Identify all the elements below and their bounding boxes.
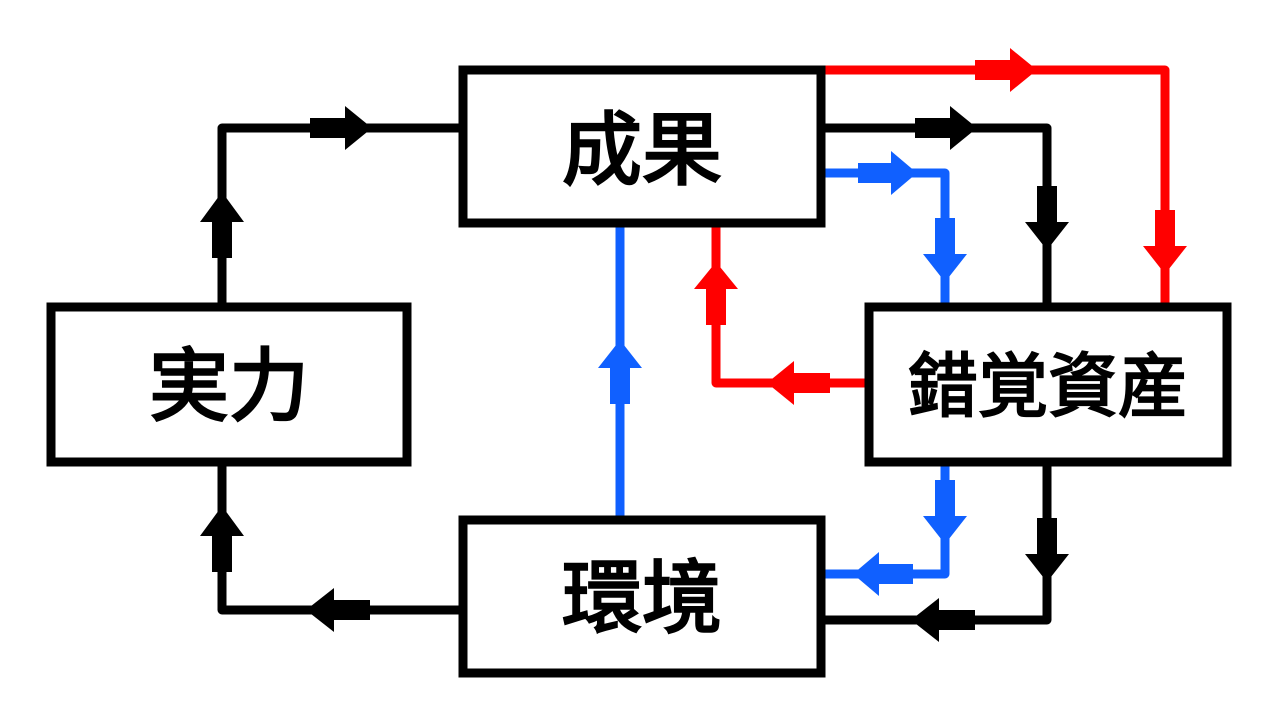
node-box xyxy=(458,65,826,228)
node-seika: 成果 xyxy=(458,65,826,228)
arrow-down-icon xyxy=(1143,210,1187,274)
edge-seika-to-sakkaku-black xyxy=(817,123,1052,312)
node-label-jitsuryoku: 実力 xyxy=(149,339,309,433)
node-label-sakkaku-shisan: 錯覚資産 xyxy=(908,345,1188,428)
arrow-left-icon xyxy=(853,552,913,596)
node-jitsuryoku: 実力 xyxy=(46,302,412,467)
arrow-up-icon xyxy=(598,340,642,404)
arrow-up-icon xyxy=(694,262,738,325)
node-kankyo: 環境 xyxy=(458,515,826,678)
arrow-left-icon xyxy=(911,598,975,642)
edge-seika-to-sakkaku-blue xyxy=(817,168,950,312)
arrow-right-icon xyxy=(975,48,1037,92)
edge-jitsuryoku-to-seika xyxy=(217,123,468,310)
arrow-left-icon xyxy=(306,588,370,632)
arrow-down-icon xyxy=(923,218,967,282)
arrow-up-icon xyxy=(200,506,244,572)
node-box xyxy=(864,302,1232,467)
arrow-left-icon xyxy=(767,361,830,405)
arrow-right-icon xyxy=(310,106,372,150)
arrow-up-icon xyxy=(200,192,244,258)
node-box xyxy=(46,302,412,467)
arrowheads xyxy=(200,48,1187,642)
arrow-down-icon xyxy=(1025,186,1069,250)
arrow-down-icon xyxy=(1025,518,1069,582)
node-sakkaku-shisan: 錯覚資産 xyxy=(864,302,1232,467)
arrow-down-icon xyxy=(923,480,967,544)
edge-seika-to-sakkaku-red xyxy=(817,65,1170,312)
node-label-seika: 成果 xyxy=(562,103,722,197)
arrow-right-icon xyxy=(858,151,917,195)
arrow-right-icon xyxy=(915,106,977,150)
edge-kankyo-to-jitsuryoku xyxy=(217,461,468,615)
edge-sakkaku-to-kankyo-black xyxy=(817,458,1052,625)
node-label-kankyo: 環境 xyxy=(562,551,722,645)
edge-sakkaku-to-seika-red xyxy=(711,219,873,388)
node-box xyxy=(458,515,826,678)
